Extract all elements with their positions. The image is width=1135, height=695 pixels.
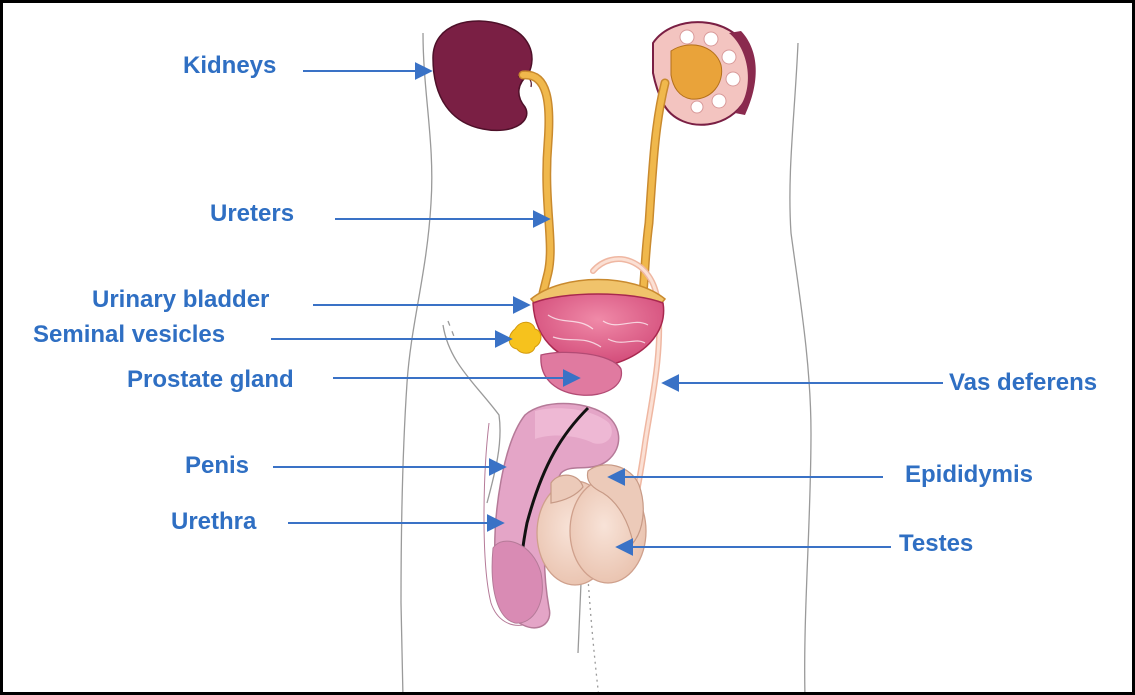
label-prostate-gland: Prostate gland [127,366,294,394]
label-vas-deferens: Vas deferens [949,369,1097,397]
anatomy-illustration [3,3,1135,695]
seminal-vesicles [509,322,541,353]
label-urethra: Urethra [171,508,256,536]
label-kidneys: Kidneys [183,52,276,80]
label-epididymis: Epididymis [905,461,1033,489]
kidney-left [433,21,532,130]
label-seminal-vesicles: Seminal vesicles [33,321,225,349]
label-testes: Testes [899,530,973,558]
kidney-right [653,22,756,125]
label-ureters: Ureters [210,200,294,228]
label-urinary-bladder: Urinary bladder [92,286,269,314]
ureters [523,75,665,293]
label-penis: Penis [185,452,249,480]
